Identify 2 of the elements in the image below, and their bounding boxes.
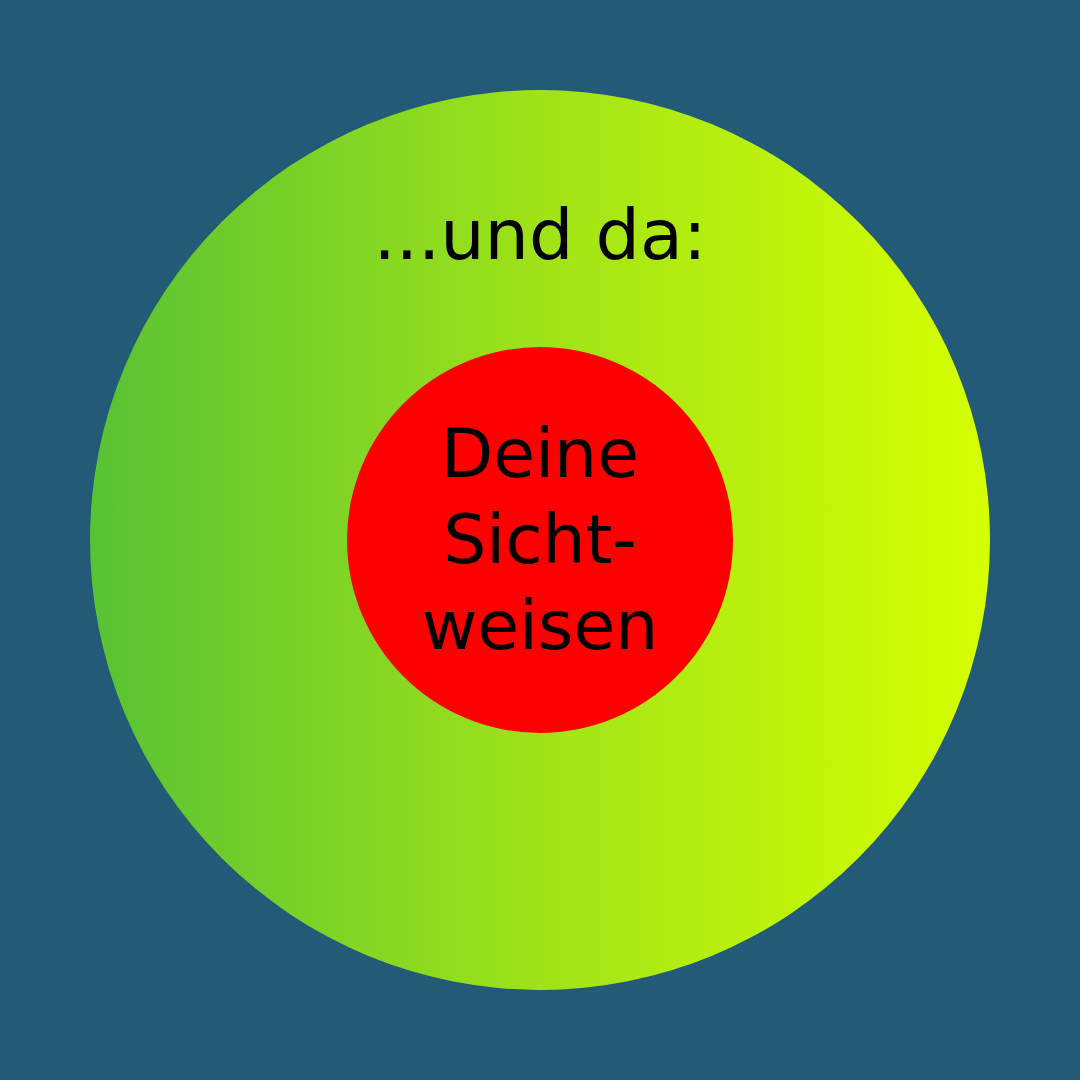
circle-label: Deine Sicht- weisen xyxy=(420,413,660,667)
circle-label: ...und da: xyxy=(372,200,708,270)
